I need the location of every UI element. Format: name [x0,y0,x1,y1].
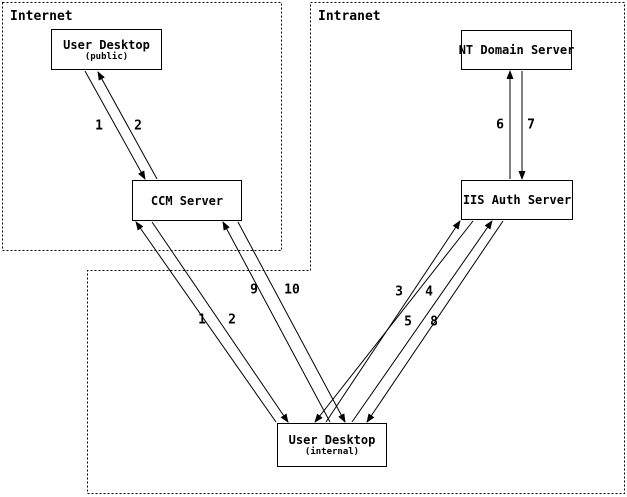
edge-label-1-public: 1 [95,118,103,134]
edge-label-10: 10 [284,282,300,298]
edge-label-2-internal: 2 [228,312,236,328]
edge-label-4: 4 [425,284,433,300]
edge-3-internal-to-iis [325,220,461,423]
edge-2-ccm-to-public [97,71,158,180]
node-title: User Desktop [63,37,150,52]
internet-zone-label: Internet [10,9,73,24]
edge-label-7: 7 [527,117,535,133]
node-user-desktop-internal: User Desktop (internal) [277,423,387,467]
node-subtitle: (internal) [304,447,360,457]
edge-label-5: 5 [404,314,412,330]
node-title: CCM Server [150,193,224,208]
edge-label-1-internal: 1 [198,312,206,328]
intranet-zone-outline [87,2,625,494]
node-title: User Desktop [288,433,376,447]
node-title: IIS Auth Server [462,193,572,207]
node-ccm-server: CCM Server [132,180,242,221]
node-nt-domain-server: NT Domain Server [458,30,575,70]
intranet-zone-label: Intranet [318,9,381,24]
edge-lines [84,70,526,423]
node-subtitle: (public) [84,51,129,62]
edge-5-internal-to-iis [351,220,493,423]
edge-label-6: 6 [496,117,504,133]
edge-4-iis-to-internal [314,220,474,423]
edge-label-9: 9 [250,282,258,298]
edge-10-ccm-to-internal [237,221,346,423]
edge-label-2-public: 2 [134,118,142,134]
node-title: NT Domain Server [458,43,575,57]
edge-9-internal-to-ccm [222,221,331,423]
edge-label-8: 8 [430,314,438,330]
node-user-desktop-public: User Desktop (public) [51,29,162,70]
node-iis-auth-server: IIS Auth Server [461,180,573,220]
edge-2-ccm-to-internal [151,221,289,423]
edge-label-3: 3 [395,284,403,300]
